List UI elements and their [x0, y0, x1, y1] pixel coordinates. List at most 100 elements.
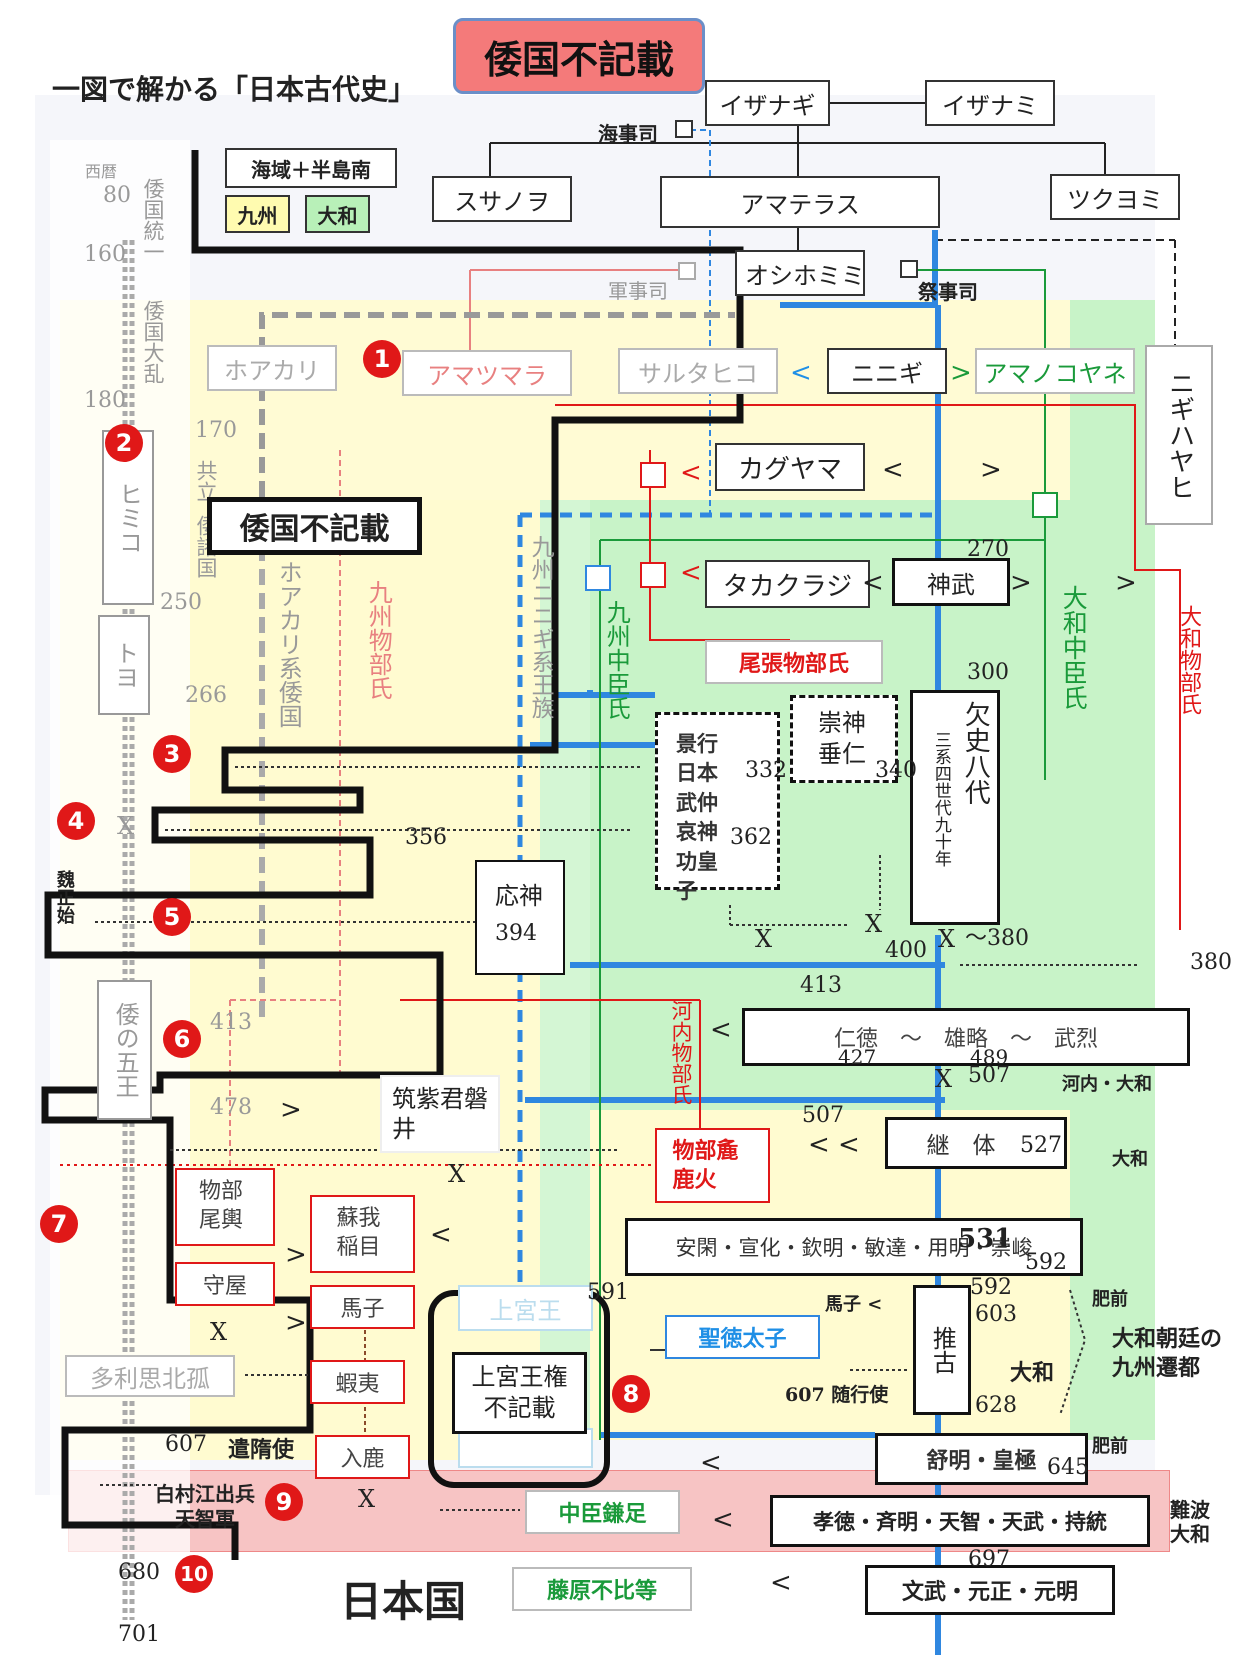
- year-628: 628: [975, 1393, 1017, 1418]
- banner: 倭国不記載: [453, 18, 705, 94]
- x-mark-8: X: [117, 812, 135, 840]
- marker-6: 6: [163, 1020, 201, 1058]
- year-603: 603: [975, 1302, 1017, 1327]
- sujin-box: 崇神垂仁: [790, 695, 898, 783]
- shotoku-box: 聖徳太子: [665, 1315, 820, 1359]
- marker-8: 8: [612, 1375, 650, 1413]
- kesshi-sub: 三系四世代九十年: [930, 731, 951, 867]
- arrow-lt-8: <: [770, 1568, 792, 1598]
- arrow-lt-red-2: <: [680, 558, 702, 588]
- arrow-lt-3: <: [710, 1015, 732, 1045]
- arrow-lt-6: <: [700, 1448, 722, 1478]
- toyo-box: トヨ: [98, 615, 150, 715]
- green-square: [1032, 492, 1058, 518]
- arrow-gt-3: >: [1115, 568, 1137, 598]
- mononobe-okoshi-box: 物部尾輿: [175, 1168, 275, 1246]
- legend-yamato: 大和: [305, 195, 370, 233]
- year-592a: 592: [1025, 1250, 1067, 1275]
- x-mark-5: X: [448, 1160, 466, 1188]
- kaiji-square: [675, 120, 693, 138]
- year-380a: ～380: [965, 926, 1029, 951]
- five-kings-box: 倭の五王: [97, 980, 152, 1120]
- year-300: 300: [967, 660, 1009, 685]
- hizen-label-2: 肥前: [1092, 1436, 1128, 1457]
- umako-arrow-label: 馬子 <: [825, 1294, 883, 1315]
- sujin-label: 崇神垂仁: [818, 708, 866, 768]
- marker-4: 4: [57, 802, 95, 840]
- ojin-box: 応神 394: [475, 860, 565, 975]
- jogu-o-box: 上宮王: [458, 1285, 593, 1331]
- year-680: 680: [118, 1560, 160, 1585]
- year-180: 180: [84, 388, 126, 413]
- yamato-region: [1070, 300, 1155, 1440]
- arrow-gt-green: >: [950, 358, 972, 388]
- x-mark-4: X: [935, 1065, 953, 1093]
- marker-5: 5: [153, 898, 191, 936]
- marker-7: 7: [40, 1205, 78, 1243]
- year-507b: 507: [802, 1103, 844, 1128]
- year-427: 427: [838, 1045, 877, 1069]
- marker-10: 10: [175, 1555, 213, 1593]
- yamashiro-box: [458, 1428, 593, 1468]
- year-170: 170: [195, 418, 237, 443]
- year-270: 270: [967, 537, 1009, 562]
- kyushu-region-upper: [60, 300, 1070, 500]
- amanokoyane-box: アマノコヤネ: [975, 348, 1135, 394]
- tarishihoko-box: 多利思北孤: [65, 1355, 235, 1397]
- legend-seas: 海域＋半島南: [225, 148, 397, 188]
- kesshi-box: 欠史八代 三系四世代九十年: [910, 690, 1000, 925]
- jimmu-label: 神武: [927, 570, 975, 599]
- owari-box: 尾張物部氏: [705, 640, 883, 684]
- year-607-left: 607: [165, 1432, 207, 1457]
- blue-square: [585, 565, 611, 591]
- arrow-lt-2: <: [862, 568, 884, 598]
- kenzuishi-left: 遣隋使: [228, 1437, 295, 1463]
- year-250: 250: [160, 590, 202, 615]
- kamatari-box: 中臣鎌足: [525, 1490, 680, 1534]
- year-413: 413: [800, 973, 842, 998]
- kyoritsu-label: 共立: [194, 460, 219, 502]
- kotoku-box: 孝徳・斉明・天智・天武・持統: [770, 1495, 1150, 1547]
- kotoku-label: 孝徳・斉明・天智・天武・持統: [813, 1509, 1107, 1534]
- kawachi-yamato-label: 河内・大和: [1062, 1074, 1152, 1095]
- year-591: 591: [587, 1280, 629, 1305]
- x-mark-7: X: [358, 1485, 376, 1513]
- arrow-lt-red-1: <: [680, 458, 702, 488]
- susanoo-box: スサノヲ: [432, 176, 572, 222]
- araka-box: 物部麁鹿火: [655, 1128, 770, 1203]
- himiko-label: ヒミコ: [114, 481, 143, 554]
- kaguyama-box: カグヤマ: [715, 443, 865, 491]
- marker-3: 3: [153, 735, 191, 773]
- kawachi-mononobe-label: 河内物部氏: [669, 1000, 694, 1105]
- jogu-oken-label: 上宮王権不記載: [471, 1362, 568, 1422]
- yamato-label-1: 大和: [1112, 1149, 1148, 1170]
- jomei-box: 舒明・皇極: [875, 1433, 1088, 1485]
- gunji-label: 軍事司: [608, 279, 668, 303]
- year-332: 332: [745, 758, 787, 783]
- arrow-gt-4: >: [285, 1240, 307, 1270]
- yamato-mononobe-label: 大和物部氏: [1176, 605, 1202, 715]
- x-mark-1: X: [755, 925, 773, 953]
- chotei-label: 大和朝廷の九州遷都: [1112, 1325, 1237, 1382]
- year-266: 266: [185, 683, 227, 708]
- year-645: 645: [1047, 1455, 1089, 1480]
- marker-1: 1: [363, 340, 401, 378]
- nigihayahi-label: ニギハヤヒ: [1164, 370, 1195, 500]
- year-80: 80: [103, 183, 131, 208]
- tsukushi-box: 筑紫君磐井: [380, 1075, 500, 1153]
- kaiji-label: 海事司: [598, 122, 658, 146]
- unified-label: 倭国統一: [141, 178, 166, 262]
- araka-label: 物部麁鹿火: [672, 1137, 739, 1193]
- x-mark-3: X: [938, 925, 956, 953]
- ankan-box: 安閑・宣化・欽明・敏達・用明・崇峻: [625, 1218, 1083, 1276]
- arrow-lt-5: <: [430, 1220, 452, 1250]
- red-square-2: [640, 562, 666, 588]
- year-340: 340: [875, 758, 917, 783]
- arrow-gt-1: >: [980, 455, 1002, 485]
- tsukuyomi-box: ツクヨミ: [1050, 174, 1180, 220]
- mononobe-okoshi-label: 物部尾輿: [199, 1179, 244, 1233]
- monmu-label: 文武・元正・元明: [901, 1579, 1078, 1605]
- keitai-box: 継 体: [885, 1117, 1067, 1169]
- year-697: 697: [968, 1547, 1010, 1572]
